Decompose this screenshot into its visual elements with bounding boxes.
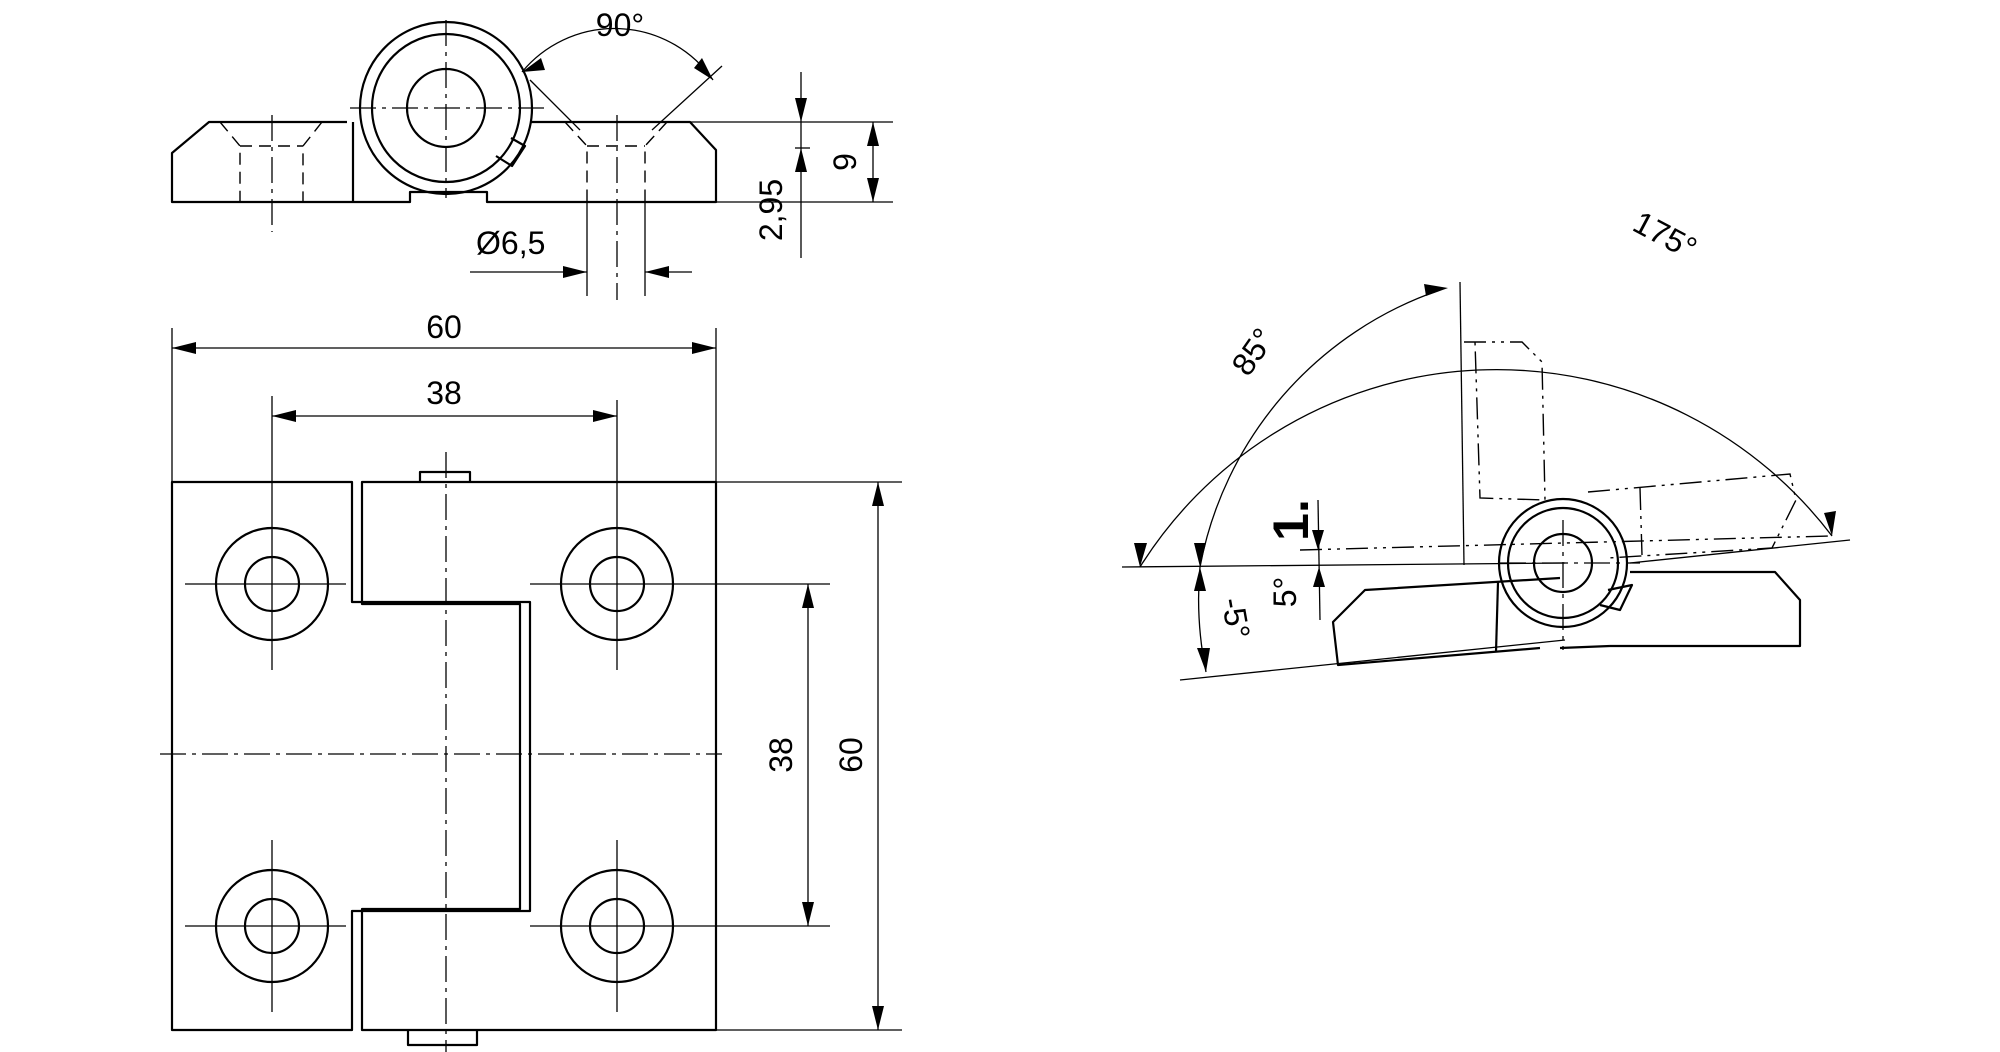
front-view-hole-bottom-left: [185, 840, 346, 1012]
top-view-90-arc: [521, 27, 714, 81]
rotation-view-85-arrow-b: [1424, 284, 1448, 296]
rotation-view-175-arrow-b: [1824, 511, 1836, 536]
rotation-view-phantom-175-split: [1639, 487, 1643, 556]
top-view-height-arrow-b: [867, 178, 879, 202]
top-view-hole-label: Ø6,5: [476, 225, 545, 261]
rotation-view-175-ref-line: [1629, 539, 1851, 564]
top-view-height-arrow-a: [867, 122, 879, 146]
top-view-detent-notch: [495, 137, 527, 168]
front-view-height-arrow-a: [872, 482, 884, 506]
front-view-right-leaf: [360, 480, 718, 1032]
rotation-view-85-arc: [1199, 289, 1441, 568]
front-view-pin-bottom: [406, 1030, 479, 1047]
rotation-view-phantom-175: [1587, 473, 1797, 559]
top-view-angle-label: 90°: [596, 7, 644, 43]
front-view-spacing-x-label: 38: [426, 375, 462, 411]
top-view-90-ext-a: [529, 79, 581, 131]
rotation-view-zero-ref-line: [1121, 562, 1566, 568]
front-view-width-arrow-a: [172, 342, 196, 354]
top-view-hole-arrow-b: [645, 266, 669, 278]
rotation-view-fixed-split: [1494, 581, 1500, 653]
top-view-height-label: 9: [827, 153, 863, 171]
front-view-hole-top-left: [185, 497, 346, 670]
rotation-view-plus5-ref-line: [1299, 535, 1831, 551]
rotation-view-85-ref-line: [1459, 281, 1465, 566]
rotation-view-plus5-dim-line: [1317, 499, 1321, 621]
top-view-hole-arrow-a: [563, 266, 587, 278]
top-view-right-plate: [353, 120, 718, 204]
top-view-90-arrow-b: [694, 58, 713, 80]
front-view-left-leaf: [170, 480, 532, 1032]
top-view-offset-label: 2,95: [753, 179, 789, 241]
front-view: 60 38 38 60: [160, 309, 902, 1052]
front-view-spacing-y-arrow-b: [802, 902, 814, 926]
rotation-view-total-angle-label: 175°: [1627, 204, 1702, 267]
front-view-spacing-y-label: 38: [763, 737, 799, 773]
rotation-view-detent-notch: [1599, 583, 1634, 612]
rotation-view-phantom-85: [1464, 341, 1546, 501]
front-view-width-label: 60: [426, 309, 462, 345]
top-view-offset-arrow-b: [795, 148, 807, 172]
rotation-view-open-angle-label: 85°: [1224, 322, 1281, 382]
top-view-left-plate: [170, 120, 353, 204]
front-view-spacing-x-arrow-a: [272, 410, 296, 422]
rotation-view-85-arrow-a: [1194, 543, 1206, 567]
front-view-spacing-x-arrow-b: [593, 410, 617, 422]
front-view-pin-top: [418, 470, 472, 482]
rotation-view-plus-angle-label: 5°: [1267, 577, 1303, 608]
rotation-view-minus-angle-label: -5°: [1215, 595, 1258, 642]
rotation-view-position-label: 1.: [1263, 499, 1319, 541]
front-view-hole-top-right: [530, 400, 830, 670]
rotation-view-175-arc: [1139, 368, 1833, 568]
top-view-90-arrow-a: [522, 58, 545, 72]
rotation-view-fixed-leaf: [1331, 576, 1561, 667]
rotation-view-plus5-arrow-b: [1313, 567, 1325, 587]
top-view-right-countersink: [564, 121, 668, 202]
front-view-hole-bottom-right: [530, 840, 830, 1012]
rotation-view-minus5-arrow-a: [1194, 567, 1206, 591]
rotation-view-moving-leaf: [1610, 570, 1802, 648]
front-view-height-arrow-b: [872, 1006, 884, 1030]
top-view-left-countersink: [219, 121, 323, 202]
front-view-height-label: 60: [833, 737, 869, 773]
top-view-90-ext-b: [651, 65, 723, 131]
top-view: 90° Ø6,5 9 2,95: [170, 7, 893, 300]
rotation-view-minus5-arrow-b: [1197, 648, 1210, 672]
front-view-spacing-y-arrow-a: [802, 584, 814, 608]
front-view-width-arrow-b: [692, 342, 716, 354]
rotation-view-minus5-ref-line: [1179, 639, 1566, 681]
rotation-view: 175° 85° -5° 5° 1.: [1121, 204, 1851, 681]
rotation-view-175-arrow-a: [1134, 543, 1147, 567]
rotation-view-leaf-bottom: [1559, 644, 1611, 650]
rotation-view-plus5-arrow-a: [1312, 530, 1324, 550]
top-view-offset-arrow-a: [795, 98, 807, 122]
